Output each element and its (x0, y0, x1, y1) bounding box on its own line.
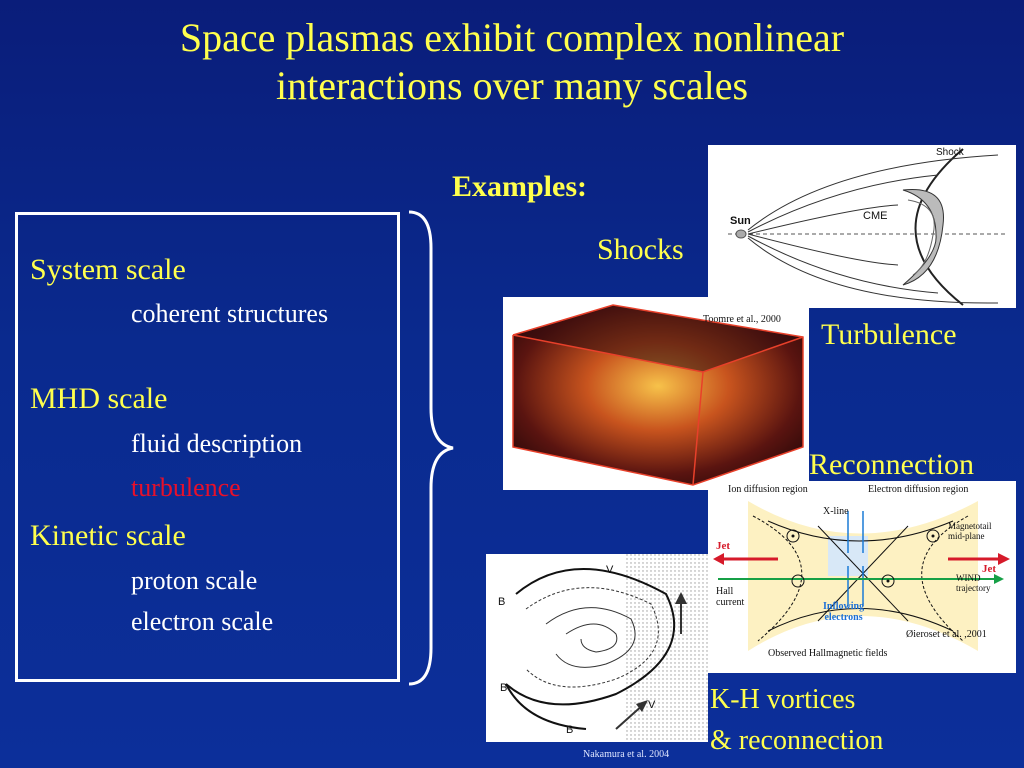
kh-v-label-2: V (648, 699, 656, 711)
title-line-1: Space plasmas exhibit complex nonlinear (179, 15, 845, 60)
jet-right-label: Jet (982, 563, 997, 575)
magnetotail-label: Magnetotail mid-plane (948, 521, 992, 541)
xline-label: X-line (823, 506, 849, 517)
jet-left-label: Jet (716, 540, 731, 552)
wind-line-1: WIND (956, 573, 981, 583)
hall-line-2: current (716, 597, 745, 608)
kh-citation: Nakamura et al. 2004 (583, 749, 670, 760)
examples-heading: Examples: (452, 170, 587, 203)
inflowing-electrons-label: Inflowing electrons (823, 601, 864, 623)
title-line-2: interactions over many scales (275, 63, 749, 108)
kinetic-scale-item-electron: electron scale (131, 607, 274, 636)
scales-box: System scale coherent structures MHD sca… (15, 212, 400, 682)
kh-vortex-diagram (505, 554, 708, 742)
mhd-scale-item-turbulence: turbulence (131, 473, 241, 502)
wind-line-2: trajectory (956, 583, 991, 593)
turbulence-label: Turbulence (821, 318, 957, 351)
kh-label-line-2: & reconnection (710, 725, 884, 756)
kh-b-label-3: B (566, 724, 574, 736)
shock-fig-label: Shock (936, 147, 964, 158)
turbulence-citation: Toomre et al., 2000 (703, 314, 781, 325)
magnetotail-line-1: Magnetotail (948, 521, 992, 531)
kinetic-scale-label: Kinetic scale (30, 519, 186, 552)
magnetotail-line-2: mid-plane (948, 531, 985, 541)
reconnection-diagram (713, 501, 1010, 651)
mhd-scale-item-fluid: fluid description (131, 429, 303, 458)
observed-hall-label: Observed Hallmagnetic fields (768, 648, 888, 659)
turbulence-figure: Toomre et al., 2000 (503, 297, 809, 490)
kh-label-line-1: K-H vortices (710, 684, 856, 715)
inflow-line-2: electrons (824, 612, 863, 623)
reconnection-citation: Øieroset et al. ,2001 (906, 629, 987, 640)
cme-fig-label: CME (863, 210, 888, 222)
kh-b-label-1: B (498, 596, 506, 608)
kinetic-scale-item-proton: proton scale (131, 566, 258, 595)
system-scale-item: coherent structures (131, 299, 329, 328)
sun-fig-label: Sun (730, 215, 751, 227)
system-scale-label: System scale (30, 253, 186, 286)
curly-brace (408, 210, 454, 686)
shock-figure: Shock Sun CME (708, 145, 1016, 308)
reconnection-label: Reconnection (809, 448, 974, 481)
inflow-line-1: Inflowing (823, 601, 865, 612)
turbulence-cube (512, 304, 804, 486)
kh-v-label-1: V (606, 564, 614, 576)
shocks-label: Shocks (597, 233, 684, 266)
mhd-scale-label: MHD scale (30, 382, 168, 415)
electron-region-label: Electron diffusion region (868, 484, 969, 495)
hall-line-1: Hall (716, 586, 734, 597)
wind-trajectory-label: WIND trajectory (956, 573, 990, 593)
kh-b-label-2: B (500, 682, 508, 694)
reconnection-figure: Ion diffusion region Electron diffusion … (708, 481, 1016, 673)
ion-region-label: Ion diffusion region (728, 484, 808, 495)
hall-current-label: Hall current (716, 586, 744, 608)
shock-diagram (728, 148, 1008, 306)
kh-figure: B B B V V (486, 554, 708, 742)
slide-title: Space plasmas exhibit complex nonlinear … (0, 14, 1024, 110)
